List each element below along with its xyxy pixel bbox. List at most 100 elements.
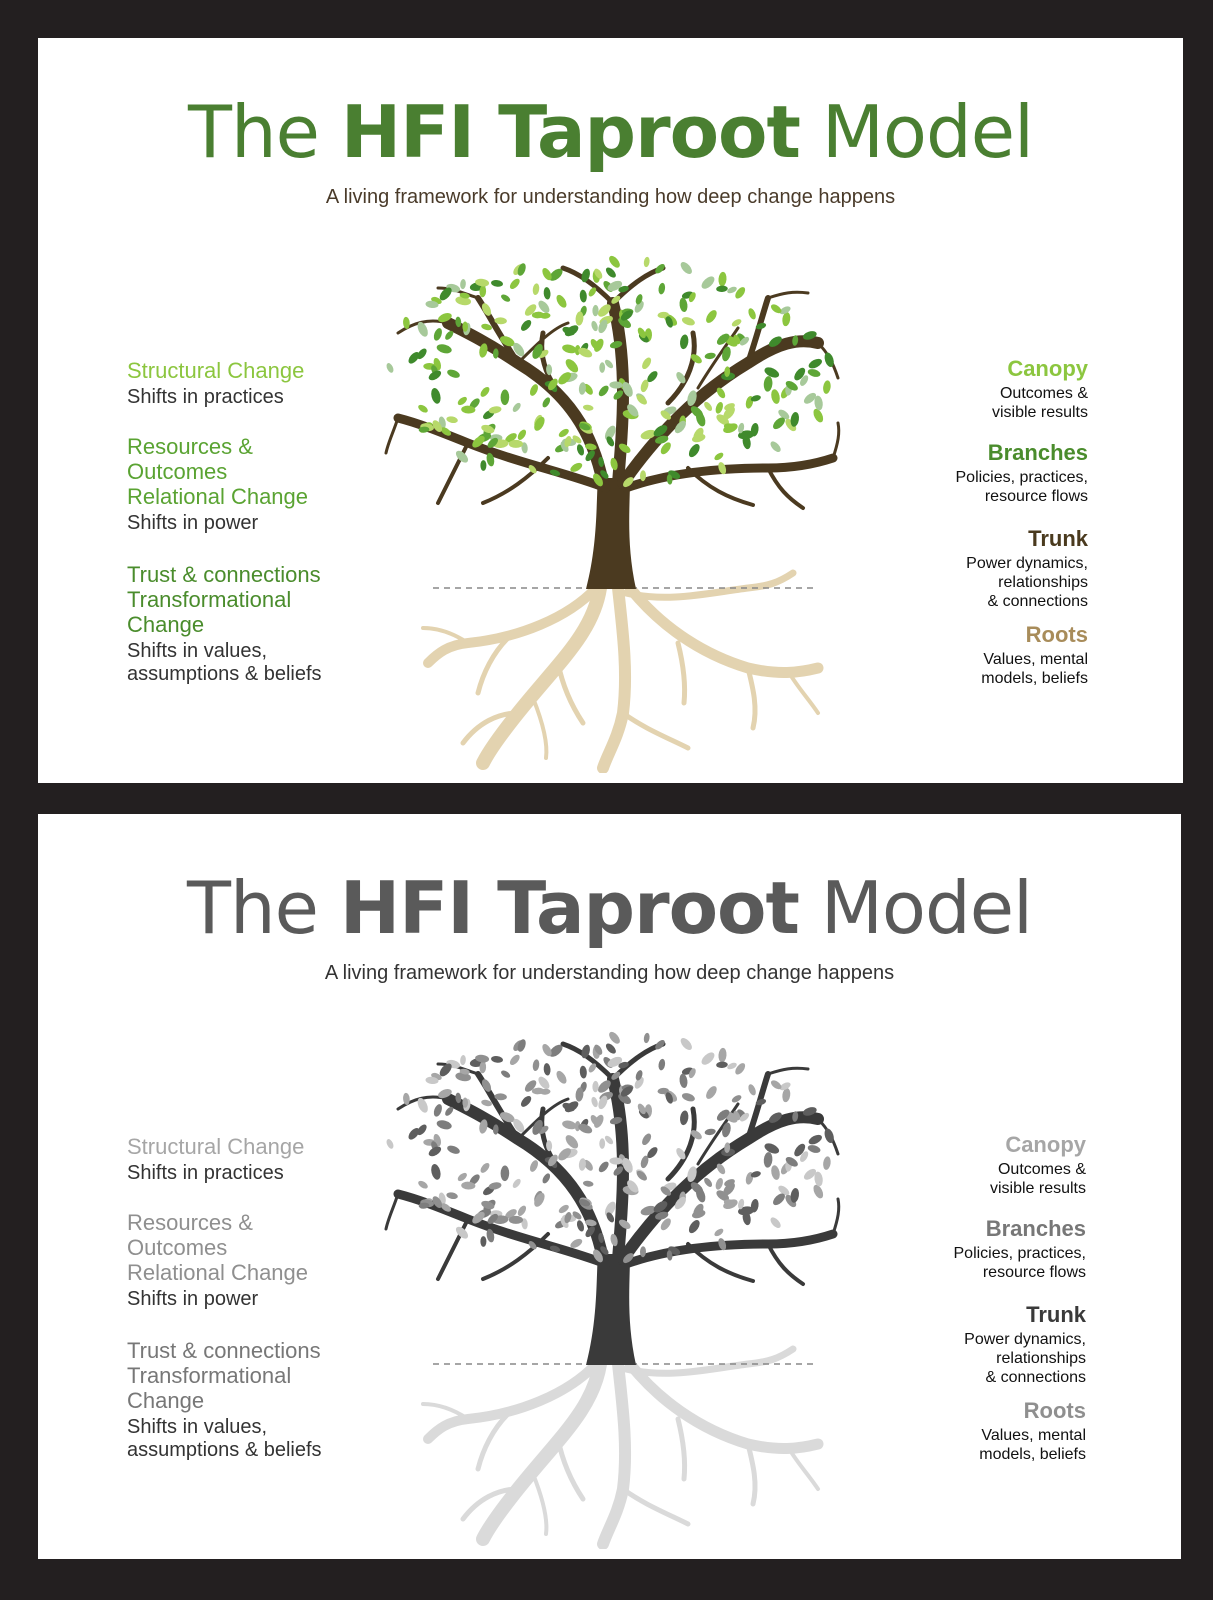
leaf: [738, 430, 754, 440]
leaf: [768, 1112, 782, 1123]
leaf: [564, 1212, 572, 1224]
leaf: [548, 378, 558, 391]
leaf: [613, 390, 624, 400]
leaf: [716, 333, 730, 345]
right-heading: Trunk: [1028, 526, 1088, 551]
leaf: [457, 1172, 467, 1182]
leaf: [640, 1205, 656, 1216]
leaf: [481, 1099, 492, 1107]
right-heading: Roots: [1025, 622, 1088, 647]
leaf: [440, 1203, 451, 1212]
leaf: [462, 321, 469, 332]
leaf: [556, 294, 567, 308]
leaf: [481, 1200, 495, 1210]
leaf: [562, 344, 577, 354]
leaf: [640, 429, 656, 440]
leaf: [481, 424, 495, 434]
trunk-shape: [586, 478, 636, 589]
leaf: [417, 321, 428, 337]
leaf: [647, 371, 658, 383]
left-description: Shifts in practices: [127, 1162, 284, 1184]
leaf: [598, 304, 611, 317]
leaf: [611, 1071, 621, 1080]
leaf: [494, 317, 507, 325]
leaf: [687, 390, 697, 407]
branch-path: [384, 1192, 400, 1231]
leaf: [582, 404, 594, 411]
leaf: [716, 1163, 726, 1175]
leaf: [505, 433, 517, 443]
leaf: [588, 1063, 597, 1073]
leaf: [610, 1233, 618, 1247]
leaf: [598, 385, 609, 397]
right-description: Policies, practices,resource flows: [955, 469, 1089, 505]
leaf: [438, 1089, 452, 1099]
leaf: [509, 278, 520, 290]
leaf: [655, 1039, 665, 1050]
leaf: [529, 384, 539, 396]
leaf: [585, 450, 595, 462]
leaf: [618, 1061, 629, 1069]
leaf: [792, 335, 799, 346]
leaf: [657, 311, 669, 319]
leaf: [773, 417, 785, 430]
leaf: [770, 304, 782, 314]
leaf: [570, 462, 583, 472]
leaf: [492, 1124, 499, 1135]
leaf: [748, 308, 756, 320]
leaf: [779, 1082, 791, 1091]
leaf: [688, 1220, 700, 1234]
leaf: [690, 1130, 702, 1140]
leaf: [581, 1044, 590, 1059]
leaf: [517, 1039, 526, 1052]
leaf: [479, 1119, 488, 1134]
leaf: [538, 300, 550, 313]
leaf: [808, 358, 822, 369]
leaf: [704, 1177, 713, 1187]
leaf: [735, 287, 746, 299]
leaf: [455, 316, 462, 328]
leaf: [433, 1104, 442, 1117]
leaf: [731, 1095, 742, 1103]
leaf: [609, 1157, 623, 1165]
leaf: [481, 303, 492, 316]
leaf: [578, 382, 586, 395]
leaf: [635, 1070, 643, 1081]
leaf: [723, 406, 735, 420]
left-description: Shifts in practices: [127, 386, 284, 408]
leaf: [578, 1158, 586, 1171]
leaf: [676, 1148, 686, 1160]
leaf: [764, 367, 780, 378]
right-heading: Canopy: [1005, 1132, 1086, 1157]
leaf: [727, 286, 737, 294]
leaf: [578, 423, 591, 431]
leaf: [716, 285, 728, 293]
branch-path: [436, 441, 470, 505]
root-path: [597, 1358, 632, 1549]
leaf: [564, 436, 572, 448]
leaf: [622, 381, 633, 397]
leaf: [660, 1186, 672, 1196]
right-heading: Roots: [1023, 1398, 1086, 1423]
leaf: [549, 1245, 561, 1253]
leaf: [739, 336, 750, 346]
leaf: [432, 420, 443, 432]
leaf: [609, 255, 620, 268]
root-path: [675, 640, 688, 706]
root-path: [620, 1486, 691, 1527]
leaf: [418, 1202, 430, 1209]
root-path: [421, 1402, 470, 1421]
title-suffix: Model: [821, 90, 1034, 174]
leaf: [572, 435, 582, 444]
leaf: [534, 416, 545, 431]
leaf: [814, 395, 823, 411]
leaf: [623, 477, 634, 488]
leaf: [637, 327, 646, 339]
leaf: [460, 279, 466, 290]
leaf: [532, 343, 543, 359]
leaf: [528, 465, 537, 474]
leaf: [480, 386, 490, 397]
leaf: [524, 1080, 537, 1092]
